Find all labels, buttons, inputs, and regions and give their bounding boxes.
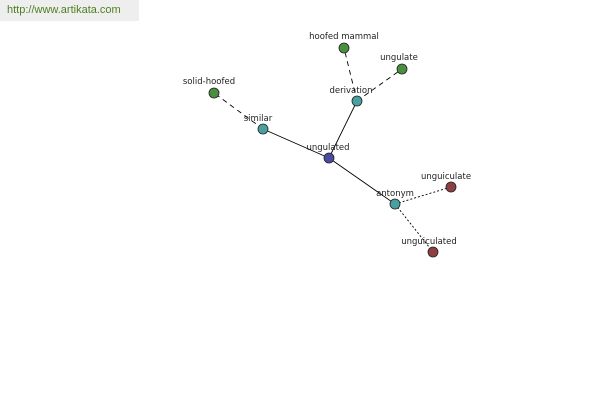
node-label-hoofed-mammal: hoofed mammal [309,32,379,42]
edge-ungulated-to-similar [262,128,330,159]
node-label-derivation: derivation [329,86,372,96]
node-solid-hoofed[interactable]: solid-hoofed [183,77,235,99]
node-marker-unguiculated[interactable] [427,246,439,258]
node-unguiculated[interactable]: unguiculated [401,237,457,258]
node-derivation[interactable]: derivation [329,86,373,107]
edge-similar-to-solid-hoofed [213,92,264,130]
node-label-solid-hoofed: solid-hoofed [183,77,235,87]
node-label-unguiculated: unguiculated [401,237,457,247]
edge-antonym-to-unguiculate [394,186,452,205]
node-marker-similar[interactable] [257,123,269,135]
node-marker-unguiculate[interactable] [445,181,457,193]
node-label-ungulate: ungulate [380,53,418,63]
source-link[interactable]: http://www.artikata.com [7,4,121,16]
node-marker-derivation[interactable] [351,95,363,107]
node-ungulated[interactable]: ungulated [306,143,350,164]
node-similar[interactable]: similar [244,114,273,135]
node-marker-ungulated[interactable] [323,152,335,164]
source-banner: http://www.artikata.com [0,0,139,21]
node-label-ungulated: ungulated [306,143,349,153]
edges-layer [213,47,452,253]
node-label-antonym: antonym [376,189,414,199]
edge-derivation-to-ungulate [356,68,403,102]
node-label-unguiculate: unguiculate [421,172,471,182]
nodes-layer: ungulated similar derivation antonym solid-h… [183,32,471,258]
node-marker-ungulate[interactable] [396,63,408,75]
edge-derivation-to-hoofed-mammal [343,47,358,102]
edge-ungulated-to-antonym [328,157,396,205]
node-marker-antonym[interactable] [389,198,401,210]
node-unguiculate[interactable]: unguiculate [421,172,471,193]
edge-ungulated-to-derivation [328,100,358,159]
node-marker-solid-hoofed[interactable] [208,87,220,99]
node-label-similar: similar [244,114,273,124]
node-hoofed-mammal[interactable]: hoofed mammal [309,32,379,54]
node-marker-hoofed-mammal[interactable] [338,42,350,54]
node-ungulate[interactable]: ungulate [380,53,418,75]
node-antonym[interactable]: antonym [376,189,414,210]
